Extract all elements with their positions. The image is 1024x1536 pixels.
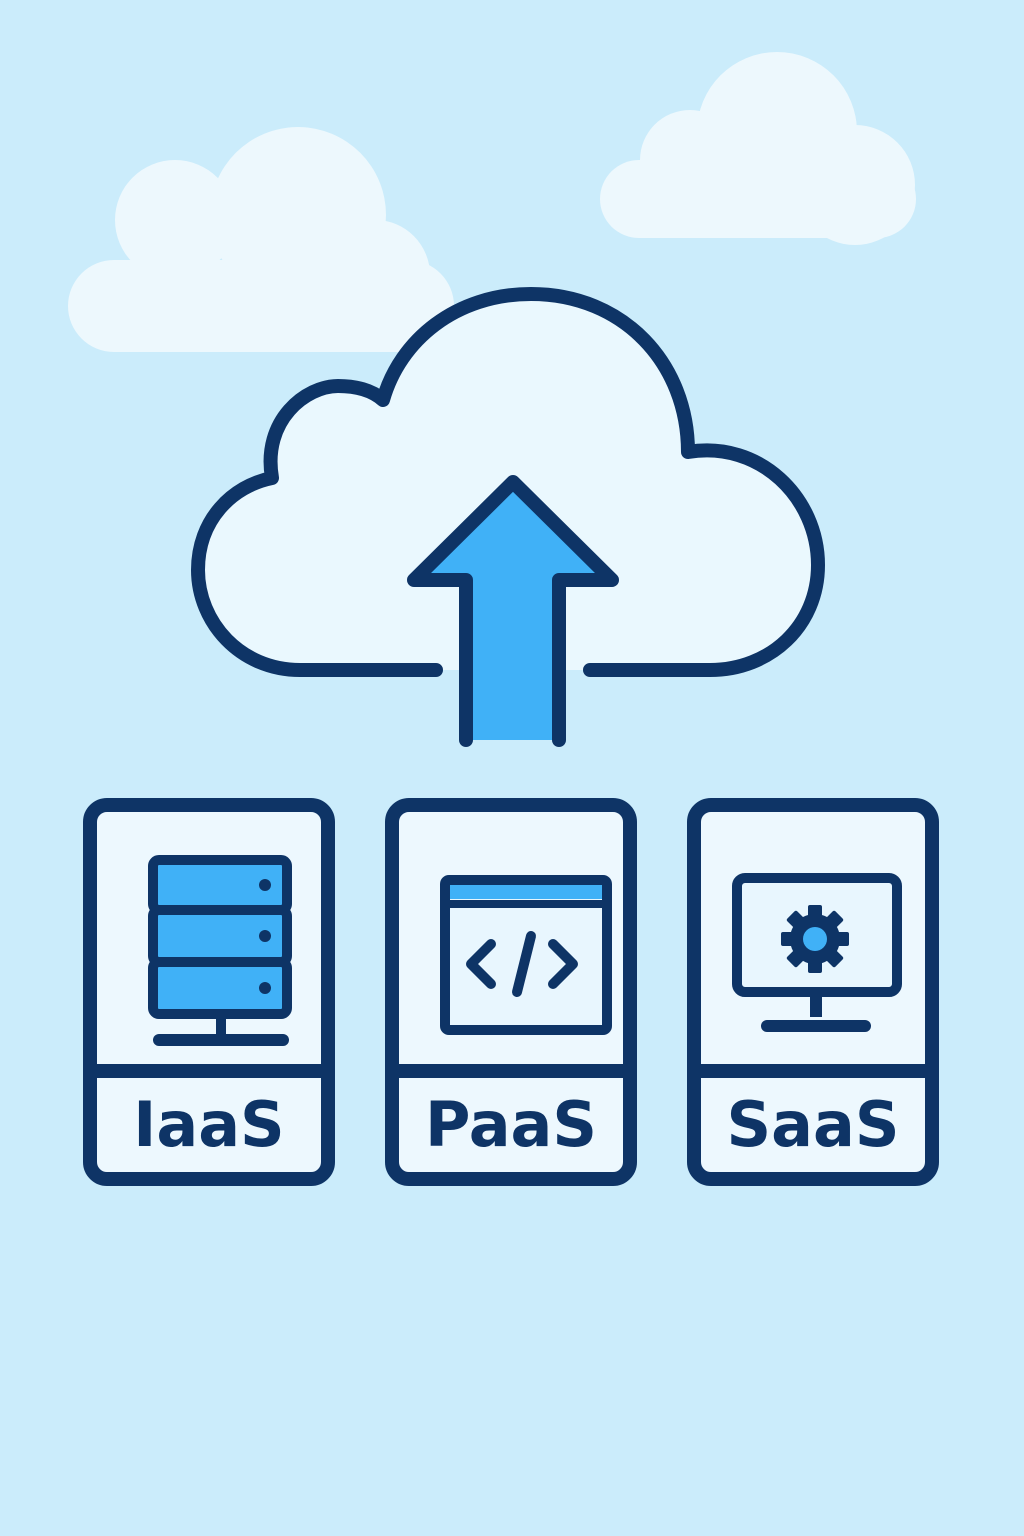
server-rack-icon bbox=[148, 855, 292, 1046]
code-window-icon bbox=[440, 875, 612, 1035]
arrow-up-icon bbox=[407, 475, 619, 747]
saas-card: SaaS bbox=[687, 798, 939, 1186]
paas-icon-panel bbox=[399, 812, 623, 1078]
background-cloud-left bbox=[68, 127, 454, 352]
gear-icon bbox=[781, 905, 849, 973]
iaas-label: IaaS bbox=[133, 1088, 285, 1161]
background-cloud-right bbox=[600, 52, 916, 245]
paas-label: PaaS bbox=[424, 1088, 598, 1161]
paas-card: PaaS bbox=[385, 798, 637, 1186]
iaas-icon-panel bbox=[97, 812, 321, 1078]
iaas-card: IaaS bbox=[83, 798, 335, 1186]
saas-icon-panel bbox=[701, 812, 925, 1078]
monitor-gear-icon bbox=[732, 873, 902, 1032]
saas-label: SaaS bbox=[726, 1088, 900, 1161]
